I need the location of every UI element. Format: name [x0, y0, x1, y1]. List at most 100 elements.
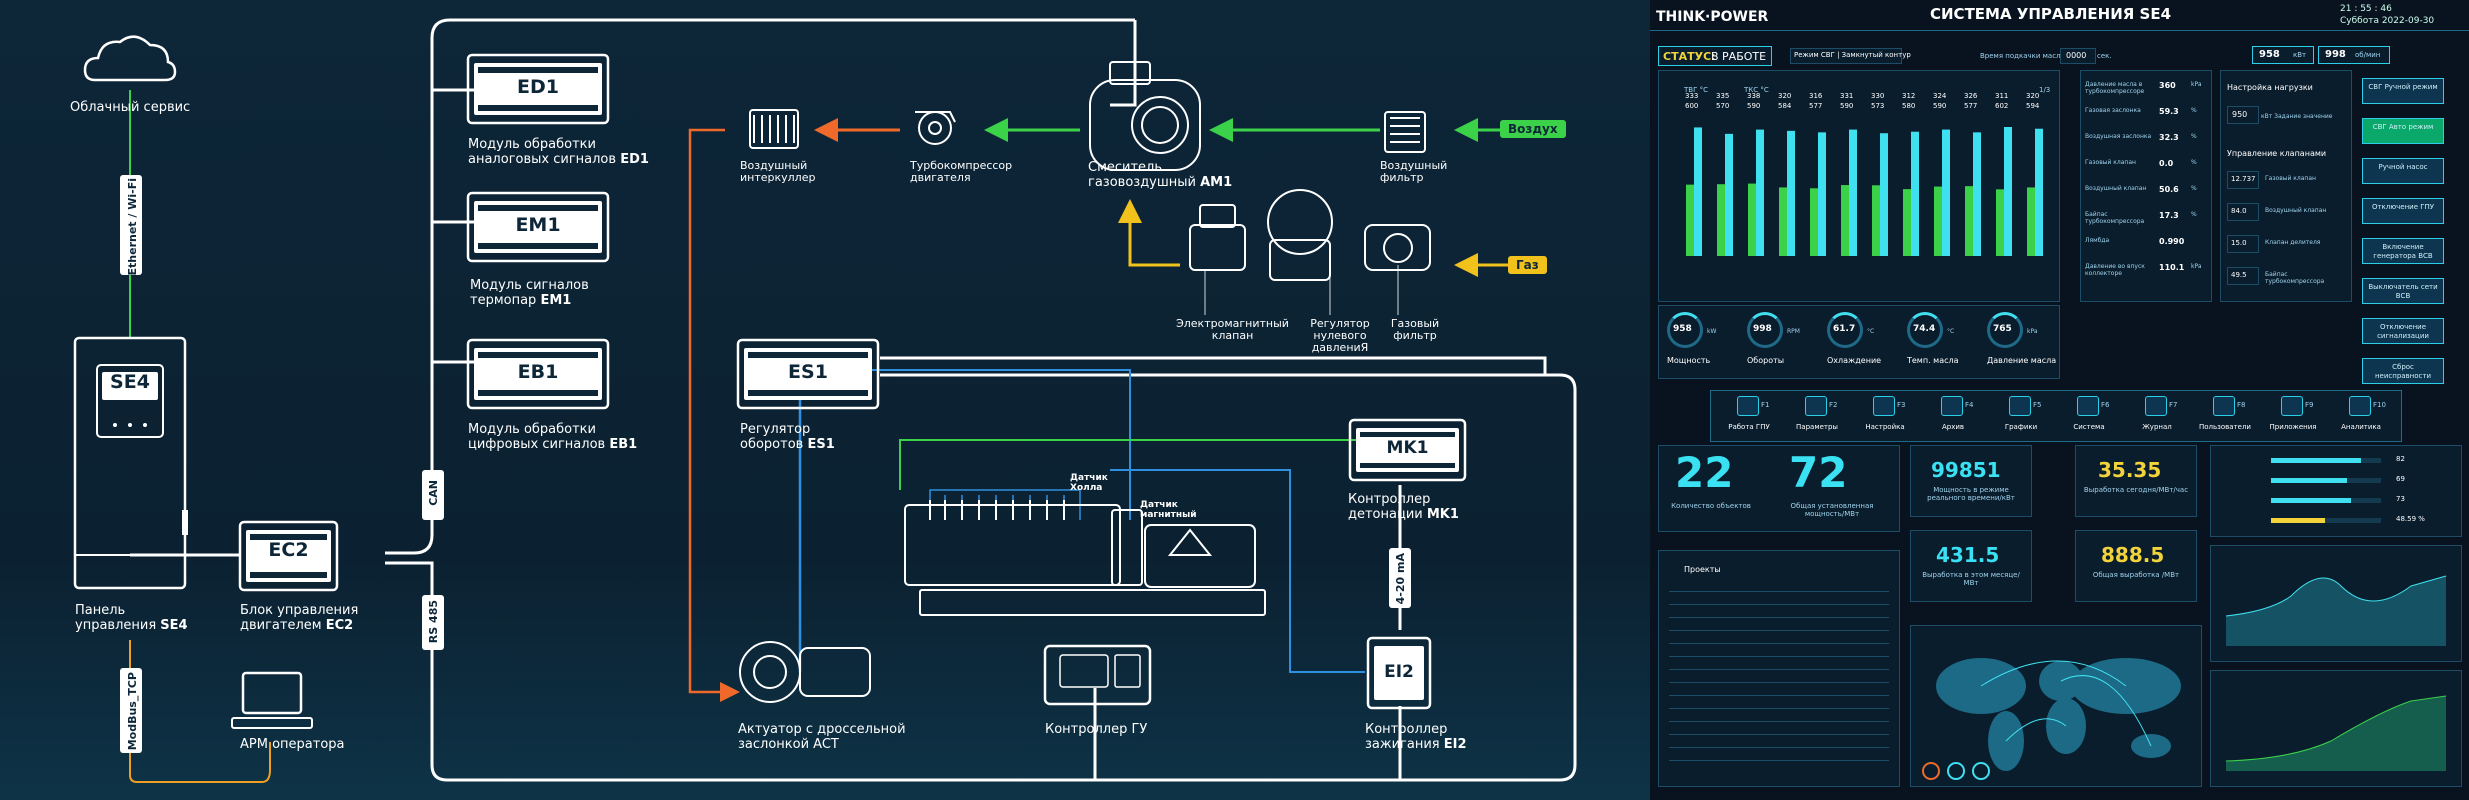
nav-label[interactable]: Настройка: [1865, 423, 1905, 431]
oil-time-unit: сек.: [2097, 52, 2112, 60]
temperature-bar: [1942, 129, 1950, 256]
progress-fill: [2271, 498, 2352, 503]
nav-label[interactable]: Работа ГПУ: [1728, 423, 1770, 431]
side-button[interactable]: Отключение сигнализации: [2362, 318, 2444, 344]
nav-key: F6: [2101, 401, 2110, 409]
dashboard-title: СИСТЕМА УПРАВЛЕНИЯ SE4: [1930, 5, 2172, 23]
gauge-unit: °C: [1867, 328, 1875, 335]
nav-label[interactable]: Графики: [2004, 423, 2038, 431]
param-value: 0.0: [2159, 159, 2174, 168]
table-row: [1669, 760, 1889, 761]
world-map-panel: [1910, 625, 2202, 787]
regulator-label: Регулятор нулевого давлениЯ: [1310, 317, 1370, 354]
se4-cabinet: [73, 336, 187, 590]
world-map: [1922, 658, 2181, 780]
nav-label[interactable]: Архив: [1941, 423, 1965, 431]
valve-input[interactable]: 12.737: [2227, 171, 2259, 189]
realtime-panel: 99851 Мощность в режиме реального времен…: [1910, 445, 2032, 517]
installed-power: 72: [1789, 448, 1848, 497]
nav-icon[interactable]: [1737, 396, 1759, 416]
gauge-label: Охлаждение: [1827, 356, 1882, 365]
table-row: [1669, 669, 1889, 670]
nav-icon[interactable]: [1805, 396, 1827, 416]
valve-input[interactable]: 49.5: [2227, 267, 2259, 285]
objects-panel: 22 72 Количество объектов Общая установл…: [1658, 445, 1900, 532]
nav-icon[interactable]: [2009, 396, 2031, 416]
oil-time-label: Время подкачки масла:: [1980, 52, 2068, 60]
intercooler-label: Воздушный интеркуллер: [740, 159, 816, 184]
valve-label: Воздушный клапан: [2265, 207, 2327, 214]
bar-top-value: 326: [1964, 92, 1978, 100]
valve-label: Клапан делителя: [2265, 239, 2321, 246]
nav-label[interactable]: Аналитика: [2341, 423, 2381, 431]
nav-label[interactable]: Журнал: [2142, 423, 2172, 431]
bar-bottom-value: 600: [1685, 102, 1698, 110]
computer-icon: [241, 671, 303, 715]
gas-pill: Газ: [1508, 256, 1547, 274]
nav-label[interactable]: Система: [2073, 423, 2105, 431]
es1-box-label: ES1: [788, 361, 828, 383]
regulator-icon: [1267, 189, 1333, 255]
nav-icon[interactable]: [1941, 396, 1963, 416]
dashboard-mockup: THINK·POWER СИСТЕМА УПРАВЛЕНИЯ SE4 21 : …: [1650, 0, 2469, 800]
side-button[interactable]: Отключение ГПУ: [2362, 198, 2444, 224]
side-button[interactable]: Выключатель сети ВСВ: [2362, 278, 2444, 304]
side-button[interactable]: Ручной насос: [2362, 158, 2444, 184]
param-value: 59.3: [2159, 107, 2179, 116]
load-panel: Настройка нагрузки 950 кВт Задание значе…: [2220, 70, 2352, 302]
nav-icon[interactable]: [2213, 396, 2235, 416]
param-label: Лямбда: [2085, 237, 2110, 244]
side-button[interactable]: СВГ Авто режим: [2362, 118, 2444, 144]
progress-fill: [2271, 478, 2347, 483]
bar-bottom-value: 577: [1964, 102, 1977, 110]
progress-track: [2271, 498, 2381, 503]
can-bus-line: [385, 18, 1135, 555]
valve-input[interactable]: 15.0: [2227, 235, 2259, 253]
temperature-bar: [1725, 133, 1733, 256]
bar-bottom-value: 590: [1747, 102, 1760, 110]
table-row: [1669, 708, 1889, 709]
param-unit: kPa: [2191, 81, 2202, 88]
rs485-bus-line: [385, 373, 1577, 782]
bar-top-value: 320: [2026, 92, 2039, 100]
nav-icon[interactable]: [2281, 396, 2303, 416]
intercooler-icon: [749, 109, 799, 149]
area-chart-1: [2210, 545, 2462, 662]
bar-bottom-value: 590: [1840, 102, 1853, 110]
bar-top-value: 311: [1995, 92, 2008, 100]
nav-label[interactable]: Пользователи: [2199, 423, 2251, 431]
nav-icon[interactable]: [1873, 396, 1895, 416]
nav-icon[interactable]: [2349, 396, 2371, 416]
ethernet-label: Ethernet / Wi-Fi: [126, 178, 139, 276]
progress-value: 82: [2396, 455, 2405, 463]
side-button[interactable]: Сброс неисправности: [2362, 358, 2444, 384]
bar-top-value: 335: [1716, 92, 1729, 100]
clock-date: Суббота 2022-09-30: [2340, 16, 2435, 26]
nav-key: F8: [2237, 401, 2246, 409]
nav-icon[interactable]: [2077, 396, 2099, 416]
oil-time-value: 0000: [2060, 48, 2096, 64]
nav-key: F9: [2305, 401, 2314, 409]
nav-icon[interactable]: [2145, 396, 2167, 416]
valve-input[interactable]: 84.0: [2227, 203, 2259, 221]
temperature-bar: [1717, 184, 1725, 256]
param-value: 50.6: [2159, 185, 2179, 194]
gauge: [1667, 312, 1703, 348]
bar-bottom-value: 602: [1995, 102, 2008, 110]
nav-label[interactable]: Параметры: [1796, 423, 1838, 431]
side-button[interactable]: Включение генератора ВСВ: [2362, 238, 2444, 264]
rs485-label: RS 485: [427, 600, 440, 644]
nav-label[interactable]: Приложения: [2269, 423, 2317, 431]
gauge-unit: °C: [1947, 328, 1955, 335]
param-label: Давление во впуск коллекторе: [2085, 263, 2145, 277]
table-row: [1669, 721, 1889, 722]
temperature-bar: [2004, 127, 2012, 256]
ec2-box-frame: [238, 520, 339, 592]
temperature-bar: [2035, 128, 2043, 256]
side-button[interactable]: СВГ Ручной режим: [2362, 78, 2444, 104]
